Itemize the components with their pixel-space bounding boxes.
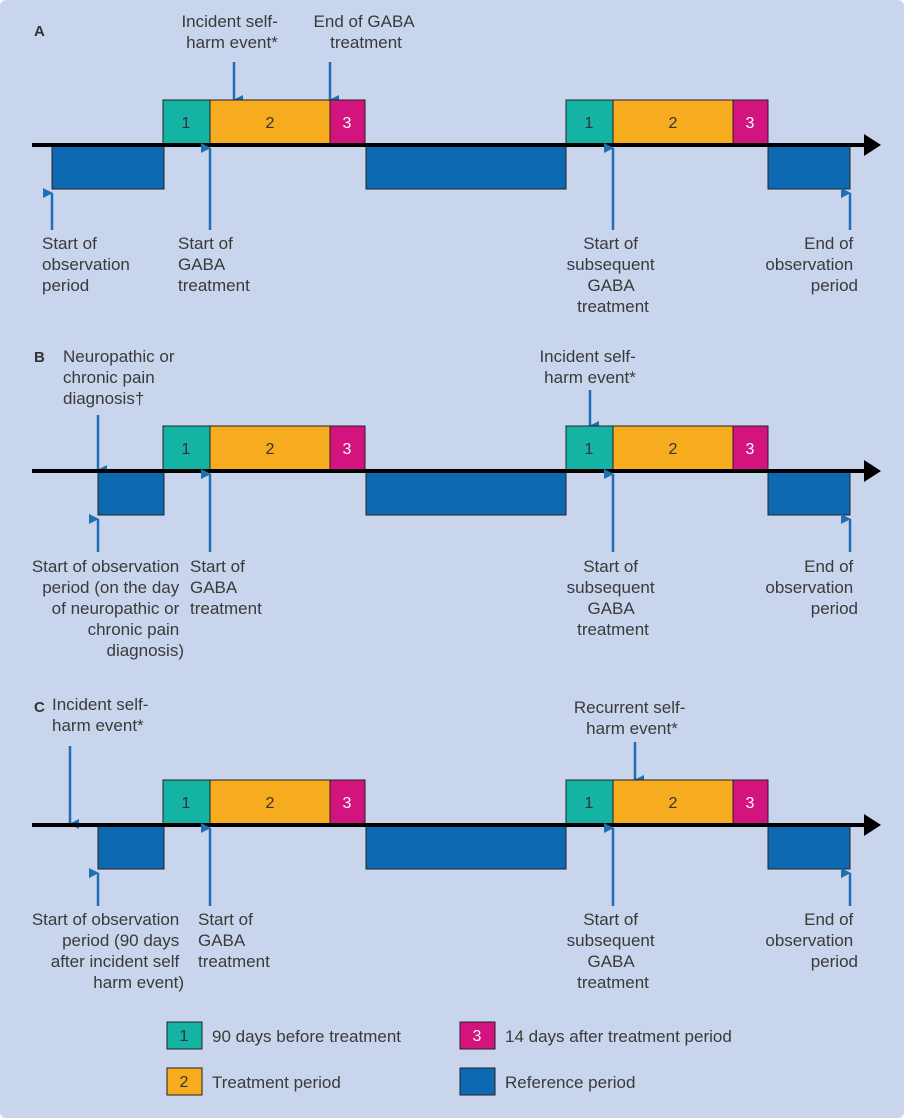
label-end-observation-a: End of observation period [765,234,858,295]
reference-period-a-1 [51,144,165,190]
legend-label-period1: 90 days before treatment [212,1027,401,1046]
label-start-observation-c: Start of observation period (90 days aft… [32,910,184,992]
box-period3-a [329,99,366,145]
box-number-c-6: 3 [746,795,755,812]
box-period2-b [209,425,331,471]
legend-item-treatment: 2 Treatment period [166,1067,341,1096]
legend-key-period2: 2 [180,1074,189,1091]
box-number-c-4: 1 [585,795,594,812]
legend-key-period3: 3 [473,1028,482,1045]
box-number-a-3: 3 [343,115,352,132]
legend-label-reference: Reference period [505,1073,635,1092]
box-number-b-6: 3 [746,441,755,458]
reference-period-a-2 [365,144,567,190]
reference-period-c-3 [767,824,851,870]
box-period2b-a [612,99,734,145]
box-period3b-b [732,425,769,471]
panel-a: A Incident self- harm event* End of GABA… [32,12,881,316]
reference-period-b-3 [767,470,851,516]
label-start-subsequent-c: Start of subsequent GABA treatment [567,910,660,992]
label-incident-self-harm-a: Incident self- harm event* [181,12,282,52]
legend-item-after-treatment: 3 14 days after treatment period [459,1021,732,1050]
box-period2-a [209,99,331,145]
label-neuropathic-diagnosis-b: Neuropathic or chronic pain diagnosis† [63,347,179,408]
box-period3-c [329,779,366,825]
panel-letter-b: B [34,349,45,366]
panel-letter-c: C [34,699,45,716]
box-number-c-3: 3 [343,795,352,812]
legend-item-reference: Reference period [459,1067,635,1096]
label-start-subsequent-b: Start of subsequent GABA treatment [567,557,660,639]
legend-swatch-period2 [166,1067,203,1096]
box-number-a-4: 1 [585,115,594,132]
box-period2b-c [612,779,734,825]
box-number-b-4: 1 [585,441,594,458]
box-number-a-2: 2 [266,115,275,132]
box-period1-c [162,779,211,825]
timeline-arrowhead-c [864,814,881,836]
box-number-a-5: 2 [669,115,678,132]
legend: 1 90 days before treatment 3 14 days aft… [166,1021,732,1096]
timeline-arrowhead-b [864,460,881,482]
box-period1b-b [565,425,614,471]
reference-period-b-1 [97,470,165,516]
label-end-of-gaba-a: End of GABA treatment [314,12,419,52]
box-number-b-3: 3 [343,441,352,458]
box-number-a-6: 3 [746,115,755,132]
label-incident-self-harm-c: Incident self- harm event* [52,695,153,735]
box-number-a-1: 1 [182,115,191,132]
label-incident-self-harm-b: Incident self- harm event* [539,347,640,387]
reference-period-c-2 [365,824,567,870]
box-number-b-2: 2 [266,441,275,458]
label-start-gaba-c: Start of GABA treatment [198,910,270,971]
label-recurrent-self-harm-c: Recurrent self- harm event* [574,698,690,738]
box-number-c-1: 1 [182,795,191,812]
label-start-gaba-a: Start of GABA treatment [178,234,250,295]
legend-swatch-period3 [459,1021,496,1050]
legend-key-period1: 1 [180,1028,189,1045]
box-number-c-2: 2 [266,795,275,812]
legend-label-period3: 14 days after treatment period [505,1027,732,1046]
box-number-b-1: 1 [182,441,191,458]
legend-swatch-period1 [166,1021,203,1050]
panel-b: B Neuropathic or chronic pain diagnosis†… [32,347,881,660]
box-period2-c [209,779,331,825]
label-start-observation-b: Start of observation period (on the day … [32,557,184,660]
legend-swatch-reference [459,1067,496,1096]
box-period1-a [162,99,211,145]
legend-item-before-treatment: 1 90 days before treatment [166,1021,401,1050]
timeline-arrowhead-a [864,134,881,156]
reference-period-c-1 [97,824,165,870]
label-start-gaba-b: Start of GABA treatment [190,557,262,618]
box-period1b-a [565,99,614,145]
reference-period-a-3 [767,144,851,190]
reference-period-b-2 [365,470,567,516]
legend-label-period2: Treatment period [212,1073,341,1092]
label-start-subsequent-a: Start of subsequent GABA treatment [567,234,660,316]
label-start-observation-a: Start of observation period [42,234,135,295]
panel-letter-a: A [34,23,45,40]
box-number-c-5: 2 [669,795,678,812]
label-end-observation-b: End of observation period [765,557,858,618]
panel-c: C Incident self- harm event* Recurrent s… [32,695,881,992]
label-end-observation-c: End of observation period [765,910,858,971]
box-number-b-5: 2 [669,441,678,458]
